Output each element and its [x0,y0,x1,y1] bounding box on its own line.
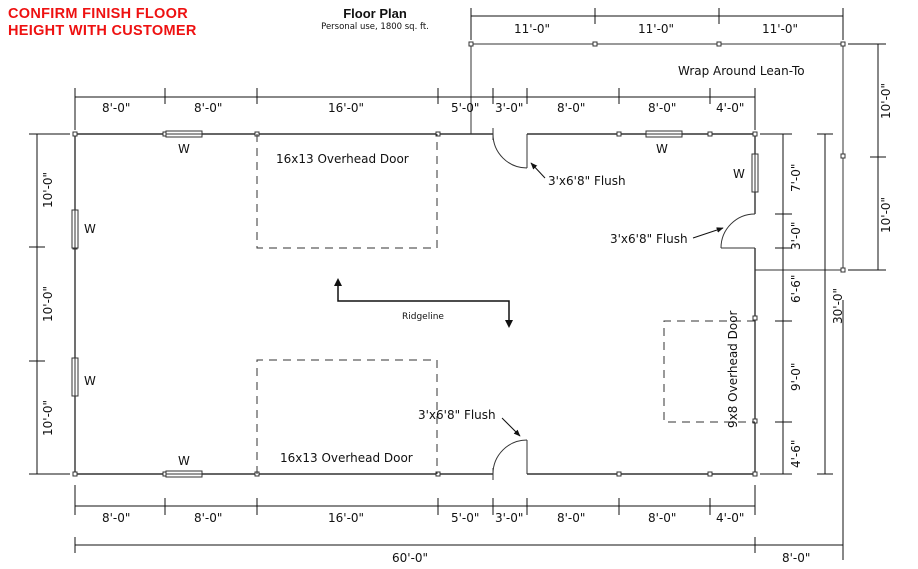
svg-text:W: W [178,454,190,468]
overhead-door-top-label: 16x13 Overhead Door [276,152,409,166]
dim-text: 3'-0" [789,222,803,250]
overhead-door-bottom-label: 16x13 Overhead Door [280,451,413,465]
dim-text: 10'-0" [879,83,893,119]
flush-door-top-label: 3'x6'8" Flush [548,174,626,188]
dim-text: 8'-0" [194,101,222,115]
dim-text: 8'-0" [557,101,585,115]
dim-text: 16'-0" [328,511,364,525]
dim-text: 4'-6" [789,440,803,468]
svg-text:W: W [84,222,96,236]
overhead-door-bottom [256,359,438,474]
flush-bottom-leader [501,417,521,437]
dim-text: 8'-0" [102,511,130,525]
svg-text:W: W [178,142,190,156]
overhead-door-side-label: 9x8 Overhead Door [726,310,740,428]
window-left-lower: W [71,357,96,397]
overhead-door-side [663,320,755,423]
dim-text: 10'-0" [41,172,55,208]
flush-top-leader [530,162,546,179]
dim-text: 8'-0" [102,101,130,115]
window-right: W [733,153,759,193]
dim-text: 10'-0" [41,286,55,322]
svg-text:W: W [84,374,96,388]
dim-text: 7'-0" [789,164,803,192]
flush-door-top [492,128,528,169]
dim-text: 10'-0" [41,400,55,436]
dim-text: 4'-0" [716,511,744,525]
flush-right-leader [692,227,724,239]
dim-text: 60'-0" [392,551,428,565]
dim-text: 11'-0" [638,22,674,36]
dim-text: 8'-0" [648,511,676,525]
dim-text: 6'-6" [789,275,803,303]
window-left-upper: W [71,209,96,249]
dim-text: 8'-0" [194,511,222,525]
window-bottom-left: W [165,454,203,478]
flush-door-bottom-label: 3'x6'8" Flush [418,408,496,422]
dim-text: 8'-0" [557,511,585,525]
notice-line-2: HEIGHT WITH CUSTOMER [8,23,197,39]
dim-text: 4'-0" [716,101,744,115]
dim-text: 11'-0" [514,22,550,36]
dim-text: 8'-0" [782,551,810,565]
dim-text: 8'-0" [648,101,676,115]
dim-text: 9'-0" [789,363,803,391]
dim-text: 5'-0" [451,511,479,525]
dim-text: 11'-0" [762,22,798,36]
dim-text: 16'-0" [328,101,364,115]
dim-text: 30'-0" [831,288,845,324]
flush-door-right [720,213,756,249]
confirm-floor-height-notice: CONFIRM FINISH FLOOR HEIGHT WITH CUSTOME… [8,6,197,40]
dim-text: 5'-0" [451,101,479,115]
svg-text:W: W [733,167,745,181]
window-top-left: W [165,130,203,156]
page-subtitle: Personal use, 1800 sq. ft. [321,22,429,32]
svg-text:W: W [656,142,668,156]
flush-door-bottom [492,439,528,480]
page-title: Floor Plan [343,6,407,21]
ridgeline-label: Ridgeline [402,312,444,322]
title-block: Floor Plan Personal use, 1800 sq. ft. [300,6,450,32]
dim-text: 3'-0" [495,511,523,525]
lean-to-label: Wrap Around Lean-To [678,64,805,78]
flush-door-right-label: 3'x6'8" Flush [610,232,688,246]
dim-text: 3'-0" [495,101,523,115]
ridgeline-symbol [334,278,513,328]
dim-text: 10'-0" [879,197,893,233]
overhead-door-top [256,134,438,249]
notice-line-1: CONFIRM FINISH FLOOR [8,6,188,22]
building-walls [74,133,756,475]
window-top-right: W [645,130,683,156]
